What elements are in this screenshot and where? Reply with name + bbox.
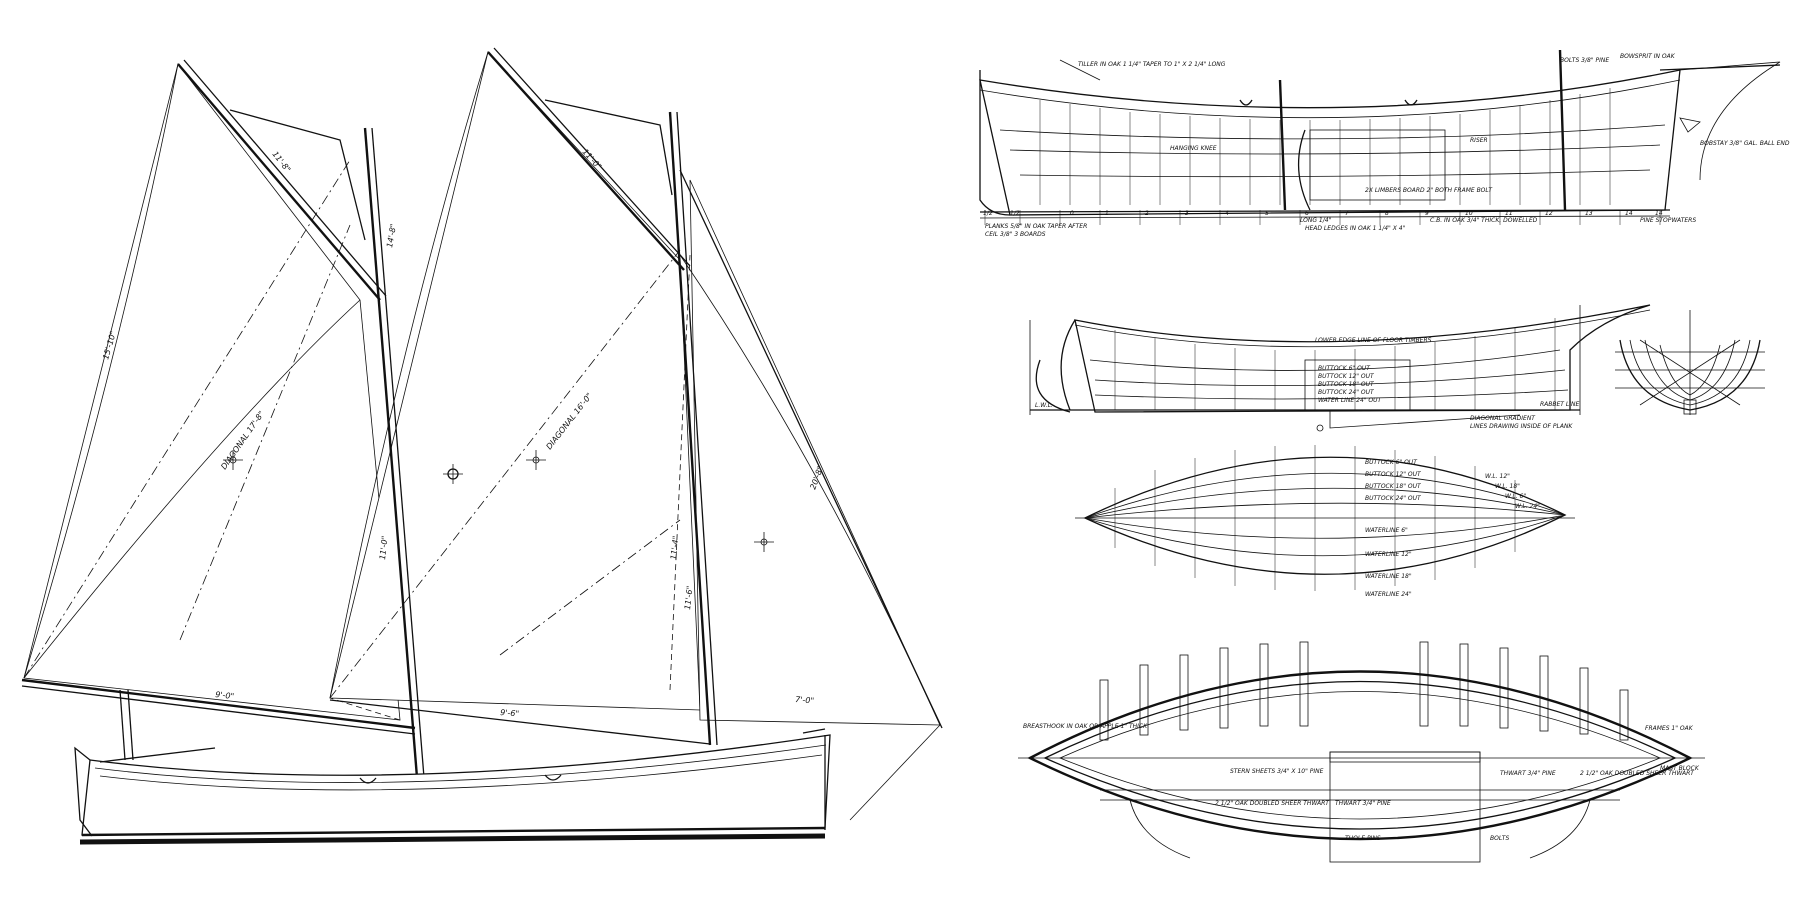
note-thwart-2: THWART 3/4" PINE	[1500, 770, 1556, 777]
note-thole-pins: THOLE PINS	[1345, 835, 1381, 842]
note-bobstay: BOBSTAY 3/8" GAL. BALL END	[1700, 140, 1790, 147]
sail-plan: 11'-8" 15'-10" DIAGONAL 17'-8" 14'-8" 9'…	[21, 47, 943, 845]
wl-tag: W.L. 18"	[1495, 483, 1520, 490]
note-thwart-1: THWART 3/4" PINE	[1335, 800, 1391, 807]
station-label: 10	[1465, 210, 1473, 217]
station-label: 8	[1385, 210, 1389, 217]
fore-boom	[329, 699, 711, 745]
station-label: 11	[1505, 210, 1513, 217]
half-breadth-plan: BUTTOCK 6" OUT BUTTOCK 12" OUT BUTTOCK 1…	[1075, 445, 1575, 598]
note-cb: C.B. IN OAK 3/4" THICK, DOWELLED	[1430, 217, 1538, 224]
lines-profile: LOWER EDGE LINE OF FLOOR TIMBERS LINES D…	[1029, 304, 1651, 432]
body-plan	[1615, 310, 1765, 415]
wl-tag: W.L. 12"	[1485, 473, 1510, 480]
note-tiller: TILLER IN OAK 1 1/4" TAPER TO 1" X 2 1/4…	[1078, 61, 1226, 68]
note-lwl: L.W.L.	[1035, 402, 1053, 409]
buttock-label: BUTTOCK 24" OUT	[1318, 389, 1375, 396]
waterline-label: BUTTOCK 6" OUT	[1365, 459, 1418, 466]
note-lines-inside: LINES DRAWING INSIDE OF PLANK	[1470, 423, 1573, 430]
note-sheer-thwart-1: 2 1/2" OAK DOUBLED SHEER THWART	[1215, 800, 1330, 807]
station-label: 1/2	[1010, 210, 1020, 217]
note-stopwaters: PINE STOPWATERS	[1640, 217, 1696, 224]
main-boom	[21, 678, 416, 730]
waterline-label: BUTTOCK 18" OUT	[1365, 483, 1422, 490]
station-label: 4	[1225, 210, 1229, 217]
dim-main-foot: 9'-0"	[215, 690, 235, 701]
note-head-ledges: HEAD LEDGES IN OAK 1 1/4" X 4"	[1305, 225, 1406, 232]
note-diag-gradient: DIAGONAL GRADIENT	[1470, 415, 1536, 422]
note-sheer-thwart-2: 2 1/2" OAK DOUBLED SHEER THWART	[1580, 770, 1695, 777]
note-ceil: CEIL 3/8" 3 BOARDS	[985, 231, 1046, 238]
fore-gaff	[487, 51, 685, 271]
waterline-label: WATERLINE 6"	[1365, 527, 1408, 534]
waterline-label: BUTTOCK 24" OUT	[1365, 495, 1422, 502]
dim-fore-foot: 7'-0"	[795, 695, 815, 705]
dim-main-leech: 14'-8"	[385, 223, 398, 248]
construction-plan: BREASTHOOK IN OAK OR APPLE 1" THICK STER…	[1018, 641, 1705, 863]
main-sail	[23, 63, 401, 721]
note-breasthook: BREASTHOOK IN OAK OR APPLE 1" THICK	[1023, 723, 1148, 730]
station-label: 7	[1345, 210, 1349, 217]
note-floor-timbers: LOWER EDGE LINE OF FLOOR TIMBERS	[1315, 337, 1432, 344]
station-label: 9	[1425, 210, 1429, 217]
waterline-label: WATERLINE 18"	[1365, 573, 1412, 580]
station-label: 3	[1185, 210, 1189, 217]
wl-tag: W.L. 24"	[1515, 503, 1540, 510]
station-label: 13	[1585, 210, 1593, 217]
buttock-label: BUTTOCK 6" OUT	[1318, 365, 1371, 372]
wl-tag: W.L. 6"	[1505, 493, 1526, 500]
station-label: 5	[1265, 210, 1269, 217]
waterline-label: WATERLINE 24"	[1365, 591, 1412, 598]
dim-jib-foot: 9'-6"	[500, 708, 520, 718]
dim-main-mast: 11'-0"	[378, 535, 389, 560]
main-mast	[363, 127, 420, 791]
note-bowsprit: BOWSPRIT IN OAK	[1620, 53, 1676, 60]
note-mast-block: MAST BLOCK	[1660, 765, 1700, 772]
inboard-profile: 1/2 1/2 0 1 2 3 4 5 6 7 8 9 10 11 12 13 …	[979, 49, 1790, 238]
station-label: 14	[1625, 210, 1633, 217]
station-label: 6	[1305, 210, 1309, 217]
buttock-label: BUTTOCK 18" OUT	[1318, 381, 1375, 388]
note-planks: PLANKS 5/8" IN OAK TAPER AFTER	[985, 223, 1087, 230]
main-gaff	[177, 63, 381, 301]
waterline-label: WATERLINE 12"	[1365, 551, 1412, 558]
note-hanging-knee: HANGING KNEE	[1170, 145, 1217, 152]
note-limbers: 2X LIMBERS BOARD 2" BOTH FRAME BOLT	[1365, 187, 1493, 194]
note-long: LONG 1/4"	[1300, 217, 1332, 224]
station-label: 1	[1105, 210, 1109, 217]
note-bolts: BOLTS 3/8" PINE	[1560, 57, 1609, 64]
note-riser: RISER	[1470, 137, 1488, 144]
buttock-label: BUTTOCK 12" OUT	[1318, 373, 1375, 380]
dim-fore-mast: 11'-4"	[669, 535, 680, 560]
station-label: 1/2	[983, 210, 993, 217]
station-label: 2	[1145, 210, 1149, 217]
note-rabbet: RABBET LINE	[1540, 401, 1579, 408]
note-stern-sheets: STERN SHEETS 3/4" X 10" PINE	[1230, 768, 1324, 775]
note-frames: FRAMES 1" OAK	[1645, 725, 1694, 732]
note-bolts: BOLTS	[1490, 835, 1509, 842]
station-label: 0	[1070, 210, 1074, 217]
fore-mast	[668, 111, 712, 746]
jib-sail	[689, 179, 941, 726]
waterline-label: BUTTOCK 12" OUT	[1365, 471, 1422, 478]
dim-fore-mast2: 11'-6"	[683, 585, 694, 610]
buttock-label: WATER LINE 24" OUT	[1318, 397, 1383, 404]
sail-plan-hull	[74, 689, 831, 845]
station-label: 12	[1545, 210, 1553, 217]
station-label: 14	[1655, 210, 1663, 217]
dim-main-gaff: 11'-8"	[270, 150, 292, 174]
